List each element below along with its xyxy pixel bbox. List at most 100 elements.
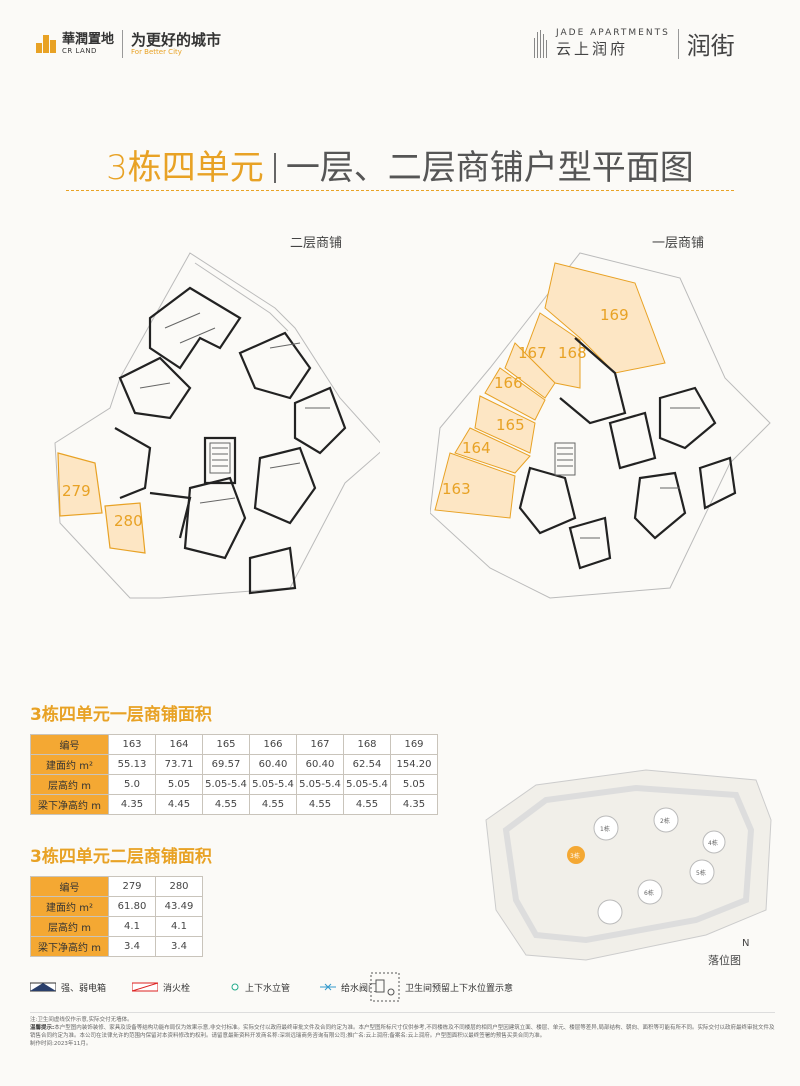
slogan-en: For Better City [131, 48, 182, 56]
shop-163-label: 163 [442, 480, 471, 498]
site-building-label: 3栋 [570, 852, 580, 860]
first-floor-plan: 169 168 167 166 165 164 163 [430, 252, 771, 599]
table-cell: 165 [202, 734, 250, 755]
first-floor-label: 一层商铺 [652, 236, 705, 251]
table-cell: 3.4 [108, 936, 156, 957]
table-cell: 163 [108, 734, 156, 755]
legend-valve: 给水阀门 [320, 980, 377, 994]
first-floor-area-table: 编号 163 164 165 166 167 168 169 建面约 m² 55… [30, 734, 438, 815]
table-cell: 169 [390, 734, 438, 755]
shop-166-label: 166 [494, 374, 523, 392]
table-cell: 4.45 [155, 794, 203, 815]
footnotes: 注:卫生间虚线仅作示意,实际交付无墙体。 温馨提示:本户型图内装饰装修、家具及设… [30, 1016, 775, 1048]
table-cell: 4.35 [108, 794, 156, 815]
row-header: 建面约 m² [30, 896, 109, 917]
first-floor-shops [434, 262, 666, 519]
second-floor-plan: 279 280 [54, 252, 380, 599]
table-cell: 4.1 [108, 916, 156, 937]
shop-280-area [104, 502, 146, 554]
crland-mark-icon [36, 35, 58, 53]
shop-279-label: 279 [62, 482, 91, 500]
valve-icon [320, 983, 336, 991]
brand-en: CR LAND [62, 47, 97, 55]
street-logo: 润街 [686, 32, 735, 60]
site-building-label: 2栋 [660, 817, 670, 825]
table-cell: 4.1 [155, 916, 203, 937]
shop-164-label: 164 [462, 439, 491, 457]
table-cell: 154.20 [390, 754, 438, 775]
slogan: 为更好的城市 [131, 31, 222, 49]
header: 華潤置地 CR LAND 为更好的城市 For Better City JADE… [0, 0, 800, 80]
table-cell: 164 [155, 734, 203, 755]
table-row: 编号 279 280 [30, 876, 203, 897]
table-cell: 280 [155, 876, 203, 897]
table-cell: 279 [108, 876, 156, 897]
table-cell: 4.55 [296, 794, 344, 815]
table-cell: 168 [343, 734, 391, 755]
row-header: 编号 [30, 876, 109, 897]
title-divider [66, 190, 734, 191]
table-row: 梁下净高约 m 3.4 3.4 [30, 936, 203, 957]
shop-165-label: 165 [496, 416, 525, 434]
brand-divider [122, 30, 124, 58]
row-header: 层高约 m [30, 774, 109, 795]
shop-167-label: 167 [518, 344, 547, 362]
title-separator [273, 153, 276, 183]
shop-169-label: 169 [600, 306, 629, 324]
table-row: 梁下净高约 m 4.35 4.45 4.55 4.55 4.55 4.55 4.… [30, 794, 438, 815]
site-plan: 1栋 2栋 3栋 4栋 5栋 6栋 [485, 769, 772, 961]
table-cell: 166 [249, 734, 297, 755]
jade-bars-icon [532, 29, 550, 58]
shop-279-area [57, 452, 103, 517]
table-cell: 5.05-5.4 [296, 774, 344, 795]
legend-bath: 卫生间预留上下水位置示意 [370, 972, 513, 1002]
table-cell: 73.71 [155, 754, 203, 775]
table1-title: 3栋四单元一层商铺面积 [30, 705, 212, 725]
table-cell: 62.54 [343, 754, 391, 775]
title-building: 3栋四单元 [106, 148, 264, 188]
project-en: JADE APARTMENTS [556, 28, 670, 38]
table-cell: 4.55 [202, 794, 250, 815]
table-cell: 55.13 [108, 754, 156, 775]
hydrant-icon [132, 982, 158, 992]
shop-280-label: 280 [114, 512, 143, 530]
table2-title: 3栋四单元二层商铺面积 [30, 847, 212, 867]
crland-logo: 華潤置地 CR LAND 为更好的城市 For Better City [36, 30, 221, 58]
table-cell: 69.57 [202, 754, 250, 775]
project-cn: 云上润府 [556, 40, 629, 58]
site-plan-caption: 落位图 [708, 954, 741, 967]
bathroom-icon [370, 972, 400, 1002]
table-cell: 61.80 [108, 896, 156, 917]
site-building-label: 6栋 [644, 889, 654, 897]
table-cell: 60.40 [249, 754, 297, 775]
row-header: 梁下净高约 m [30, 936, 109, 957]
page-title: 3栋四单元一层、二层商铺户型平面图 [0, 140, 800, 189]
table-cell: 5.05 [390, 774, 438, 795]
table-cell: 5.05-5.4 [343, 774, 391, 795]
second-floor-area-table: 编号 279 280 建面约 m² 61.80 43.49 层高约 m 4.1 … [30, 876, 203, 957]
legend-pipe: 上下水立管 [230, 980, 290, 994]
table-cell: 4.55 [343, 794, 391, 815]
title-main: 一层、二层商铺户型平面图 [285, 148, 694, 188]
table-row: 建面约 m² 61.80 43.49 [30, 896, 203, 917]
north-arrow-icon: N [742, 938, 750, 949]
legend-hydrant: 消火栓 [132, 980, 190, 994]
row-header: 梁下净高约 m [30, 794, 109, 815]
table-cell: 5.05-5.4 [249, 774, 297, 795]
table-row: 层高约 m 4.1 4.1 [30, 916, 203, 937]
table-cell: 5.0 [108, 774, 156, 795]
table-cell: 43.49 [155, 896, 203, 917]
site-building-label: 5栋 [696, 869, 706, 877]
table-cell: 5.05-5.4 [202, 774, 250, 795]
table-row: 编号 163 164 165 166 167 168 169 [30, 734, 438, 755]
pipe-icon [231, 983, 239, 991]
table-cell: 5.05 [155, 774, 203, 795]
table-cell: 167 [296, 734, 344, 755]
shop-168-label: 168 [558, 344, 587, 362]
table-row: 层高约 m 5.0 5.05 5.05-5.4 5.05-5.4 5.05-5.… [30, 774, 438, 795]
project-divider [677, 28, 679, 59]
table-cell: 4.35 [390, 794, 438, 815]
row-header: 编号 [30, 734, 109, 755]
table-cell: 3.4 [155, 936, 203, 957]
second-floor-label: 二层商铺 [290, 236, 343, 251]
